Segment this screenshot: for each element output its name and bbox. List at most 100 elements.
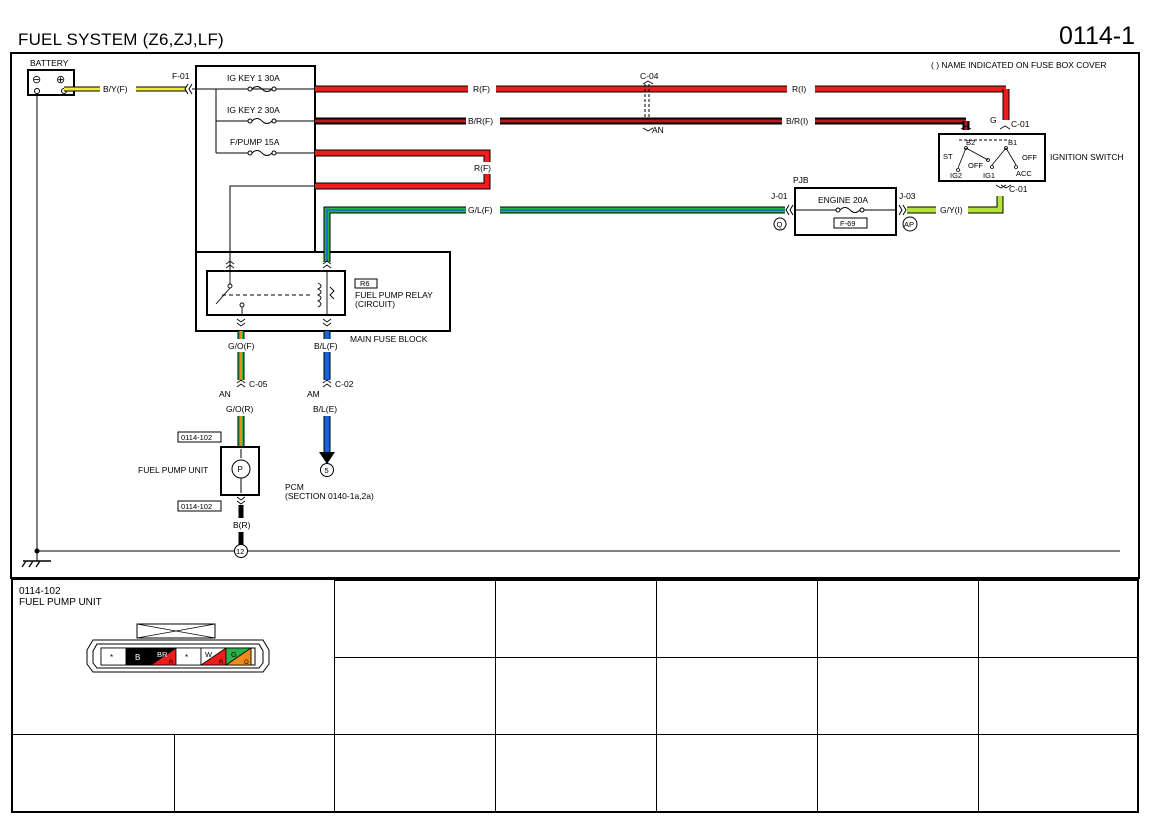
pin-3-sub: R — [169, 660, 174, 666]
grid-cell — [495, 734, 656, 813]
connector-c02: C-02 — [335, 379, 354, 389]
battery-label: BATTERY — [30, 58, 69, 68]
motor-symbol: P — [238, 465, 243, 474]
wire-label-am-c02: AM — [307, 389, 320, 399]
battery-plus-icon: ⊕ — [56, 74, 65, 86]
marker-pcm-ref: 5 — [325, 466, 329, 475]
wire-label-go-r: G/O(R) — [226, 404, 254, 414]
wire-label-by-f: B/Y(F) — [103, 84, 128, 94]
grid-cell — [13, 734, 174, 813]
grid-cell — [334, 657, 495, 734]
grid-cell — [656, 580, 817, 657]
fuse-fpump-label: F/PUMP 15A — [230, 137, 280, 147]
connector-j01: J-01 — [771, 191, 788, 201]
connector-view-title: 0114-102 FUEL PUMP UNIT — [19, 586, 102, 608]
battery-minus-icon: ⊖ — [32, 74, 41, 86]
ign-off1: OFF — [968, 161, 983, 170]
grid-cell — [495, 580, 656, 657]
wire-label-gy-i: G/Y(I) — [940, 205, 963, 215]
fuse-ig-key2-label: IG KEY 2 30A — [227, 105, 280, 115]
fuse-ig-key2-icon — [247, 118, 277, 124]
pcm-arrow-icon — [319, 452, 335, 464]
ignition-switch-box — [938, 133, 1046, 182]
connector-face-icon: * B BR R * W R G O — [86, 623, 270, 673]
grid-cell — [978, 657, 1139, 734]
relay-id: R6 — [360, 279, 370, 288]
grid-cell — [978, 580, 1139, 657]
grid-cell — [978, 734, 1139, 813]
marker-ground-ref: 12 — [236, 547, 244, 556]
relay-name-line1: FUEL PUMP RELAY — [355, 290, 433, 300]
wire-label-br-i: B/R(I) — [786, 116, 808, 126]
ign-b1: B1 — [1008, 138, 1017, 147]
relay-name-line2: (CIRCUIT) — [355, 299, 395, 309]
pjb-label: PJB — [793, 175, 809, 185]
wire-label-r-f-top: R(F) — [473, 84, 490, 94]
ign-acc: ACC — [1016, 169, 1032, 178]
pcm-label-line2: (SECTION 0140-1a,2a) — [285, 491, 374, 501]
connector-f01: F-01 — [172, 71, 190, 81]
wire-label-r-f-fpump: R(F) — [474, 163, 491, 173]
grid-cell — [174, 734, 334, 813]
connector-j03: J-03 — [899, 191, 916, 201]
wire-label-an-c04: AN — [652, 125, 664, 135]
marker-q: Q — [777, 220, 783, 229]
grid-cell — [495, 657, 656, 734]
fuel-pump-unit-box — [220, 446, 260, 496]
grid-cell — [817, 734, 978, 813]
ignition-switch-label: IGNITION SWITCH — [1050, 152, 1124, 162]
ign-b2: B2 — [966, 138, 975, 147]
fuse-ig-key1-label: IG KEY 1 30A — [227, 73, 280, 83]
fuse-engine-icon — [835, 207, 865, 213]
wire-label-bl-e: B/L(E) — [313, 404, 337, 414]
fpu-ref-top: 0114-102 — [181, 433, 212, 442]
fuel-pump-relay-box — [206, 270, 346, 316]
connector-c05: C-05 — [249, 379, 268, 389]
pin-5: W — [205, 650, 213, 659]
wire-label-an-c05: AN — [219, 389, 231, 399]
wire-b-r — [315, 117, 970, 130]
ign-st: ST — [943, 152, 953, 161]
wire-label-r-i: R(I) — [792, 84, 806, 94]
diagram-frame — [10, 52, 1140, 579]
connector-view-code: 0114-102 — [19, 586, 61, 597]
pin-1: * — [110, 653, 113, 662]
fpu-ref-bottom: 0114-102 — [181, 502, 212, 511]
main-fuse-block-box — [195, 65, 316, 253]
fuse-engine-label: ENGINE 20A — [818, 195, 868, 205]
grid-cell — [334, 734, 495, 813]
wire-label-b-r: B(R) — [233, 520, 251, 530]
relay-contacts-icon — [215, 271, 335, 315]
wire-label-br-f: B/R(F) — [468, 116, 493, 126]
fuse-ig-key1-icon — [247, 86, 277, 92]
page-title: FUEL SYSTEM (Z6,ZJ,LF) — [18, 30, 224, 49]
fuse-box-note: ( ) NAME INDICATED ON FUSE BOX COVER — [931, 60, 1107, 70]
wire-label-go-f: G/O(F) — [228, 341, 255, 351]
fuel-pump-unit-label: FUEL PUMP UNIT — [138, 465, 208, 475]
fuse-engine-id: F-69 — [840, 219, 855, 228]
grid-cell — [656, 657, 817, 734]
connector-c04: C-04 — [640, 71, 659, 81]
connector-grid: 0114-102 FUEL PUMP UNIT * B BR R * W R G… — [11, 578, 1139, 813]
ignition-switch-contacts-icon — [956, 146, 1018, 172]
ign-ig1: IG1 — [983, 171, 995, 180]
wire-label-bl-f: B/L(F) — [314, 341, 338, 351]
marker-ap: AP — [904, 220, 914, 229]
connector-view-name: FUEL PUMP UNIT — [19, 597, 102, 608]
grid-cell — [656, 734, 817, 813]
wire-r-top — [315, 85, 1010, 120]
pin-3: BR — [157, 650, 168, 659]
wire-g-y — [907, 196, 1004, 214]
connector-c01-bottom: C-01 — [1009, 184, 1028, 194]
pin-6-sub: O — [244, 660, 249, 666]
ground-symbol — [21, 551, 51, 568]
pin-5-sub: R — [219, 660, 224, 666]
ign-ig2: IG2 — [950, 171, 962, 180]
ign-off2: OFF — [1022, 153, 1037, 162]
main-fuse-block-label: MAIN FUSE BLOCK — [350, 334, 428, 344]
fuse-fpump-icon — [247, 150, 277, 156]
page-code: 0114-1 — [1059, 22, 1135, 50]
connector-c01-top: C-01 — [1011, 119, 1030, 129]
wire-r-fpump — [315, 149, 491, 190]
